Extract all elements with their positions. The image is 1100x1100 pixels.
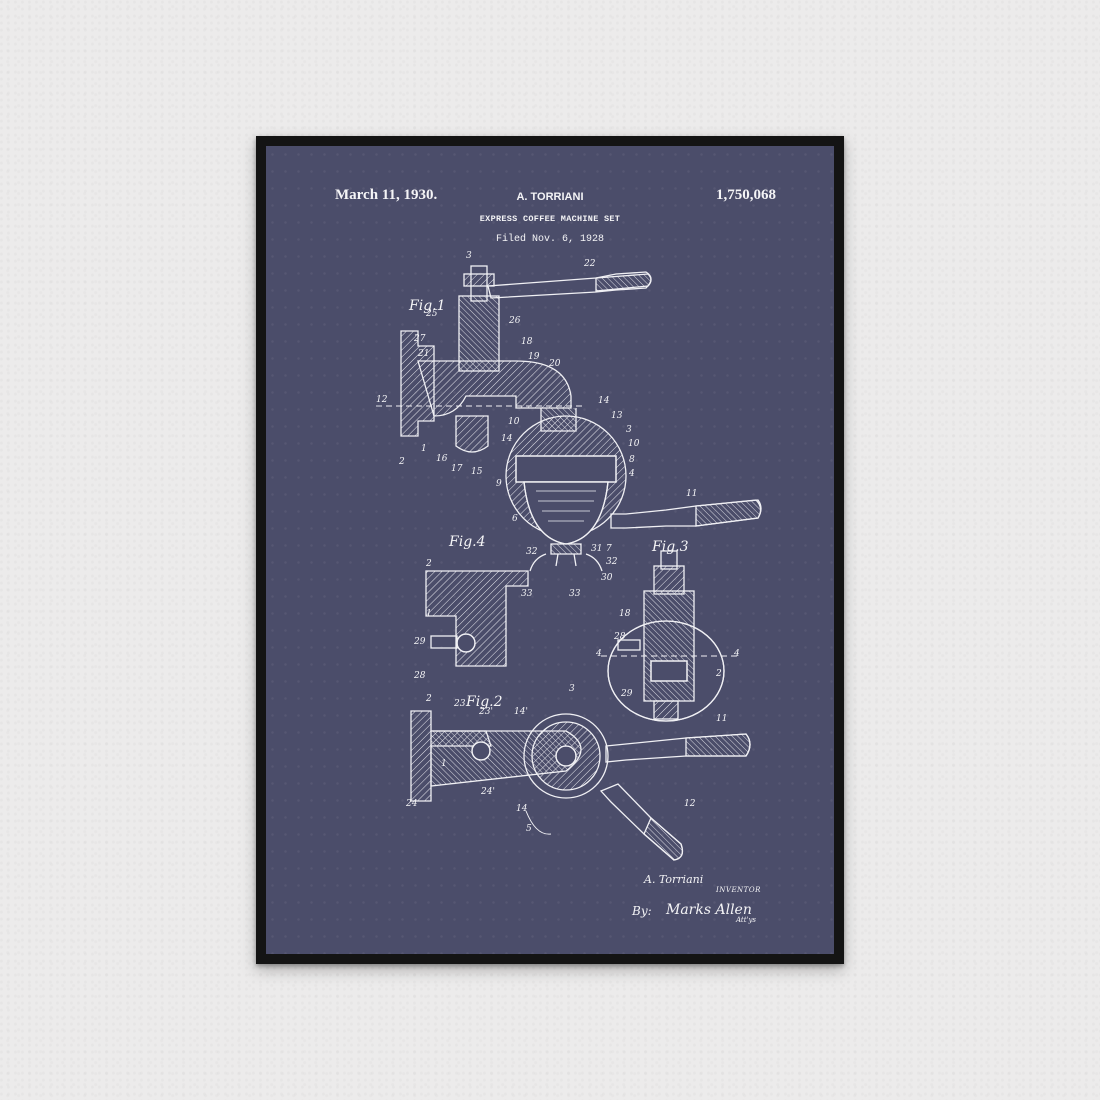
figure-4-label: Fig.4 [448,534,486,550]
svg-text:28: 28 [613,632,626,642]
svg-text:2: 2 [425,559,432,569]
patent-title: EXPRESS COFFEE MACHINE SET [479,214,621,224]
svg-text:20: 20 [548,359,561,369]
svg-text:12: 12 [684,799,696,809]
svg-text:28: 28 [413,671,426,681]
svg-text:29: 29 [620,689,633,699]
svg-text:26: 26 [508,316,521,326]
svg-text:2: 2 [398,457,405,467]
inventor-signature: A. Torriani [644,873,704,886]
svg-text:3: 3 [466,251,472,261]
svg-text:25: 25 [425,309,438,319]
svg-text:24: 24 [405,799,418,809]
figure-4-drawing [425,570,529,667]
inventor-role: INVENTOR [716,886,761,894]
figure-2-label: Fig.2 [465,694,503,710]
svg-text:2: 2 [425,694,432,704]
svg-text:10: 10 [628,439,640,449]
svg-text:4: 4 [733,649,740,659]
svg-text:1: 1 [421,444,427,454]
attorney-signature: Marks Allen [666,902,752,918]
svg-text:32: 32 [526,547,538,557]
svg-text:14: 14 [501,434,513,444]
svg-text:30: 30 [601,573,613,583]
svg-text:5: 5 [526,824,532,834]
by-label: By: [632,904,652,918]
svg-text:27: 27 [413,334,426,344]
patent-filed-date: Filed Nov. 6, 1928 [495,234,605,245]
patent-date: March 11, 1930. [335,187,438,203]
svg-text:19: 19 [528,352,540,362]
svg-text:15: 15 [471,467,483,477]
svg-text:23': 23' [478,707,493,717]
svg-text:18: 18 [619,609,631,619]
svg-text:14: 14 [516,804,528,814]
svg-text:11: 11 [686,489,697,499]
svg-text:3: 3 [569,684,575,694]
svg-text:11: 11 [716,714,727,724]
svg-text:3: 3 [626,425,632,435]
attorney-role: Att'ys [736,916,757,924]
svg-text:10: 10 [508,417,520,427]
svg-text:1: 1 [426,609,432,619]
svg-text:8: 8 [629,455,635,465]
svg-text:13: 13 [611,411,623,421]
svg-text:33: 33 [569,589,581,599]
svg-text:12: 12 [376,395,388,405]
svg-text:32: 32 [606,557,618,567]
patent-number: 1,750,068 [716,187,776,203]
svg-text:4: 4 [595,649,602,659]
svg-text:9: 9 [496,479,502,489]
svg-text:22: 22 [583,259,596,269]
svg-text:14': 14' [514,707,528,717]
figure-3-label: Fig.3 [651,539,689,555]
svg-text:17: 17 [451,464,463,474]
svg-text:24': 24' [480,787,495,797]
picture-frame: March 11, 1930. A. TORRIANI 1,750,068 EX… [256,136,844,964]
figure-2-drawing [410,710,751,861]
patent-poster: March 11, 1930. A. TORRIANI 1,750,068 EX… [266,146,834,954]
svg-text:33: 33 [521,589,533,599]
figure-1-label: Fig.1 [408,298,446,314]
svg-text:29: 29 [413,637,426,647]
svg-text:7: 7 [606,544,612,554]
svg-text:2: 2 [715,669,722,679]
svg-text:1: 1 [441,759,447,769]
svg-text:23: 23 [453,699,466,709]
patent-inventor: A. TORRIANI [516,191,584,203]
figure-1-drawing [376,265,762,572]
svg-text:16: 16 [436,454,448,464]
svg-text:31: 31 [591,544,602,554]
svg-text:4: 4 [628,469,635,479]
svg-text:18: 18 [521,337,533,347]
svg-text:6: 6 [512,514,518,524]
figure-3-drawing [601,550,741,722]
svg-text:21: 21 [417,349,429,359]
svg-text:14: 14 [598,396,610,406]
